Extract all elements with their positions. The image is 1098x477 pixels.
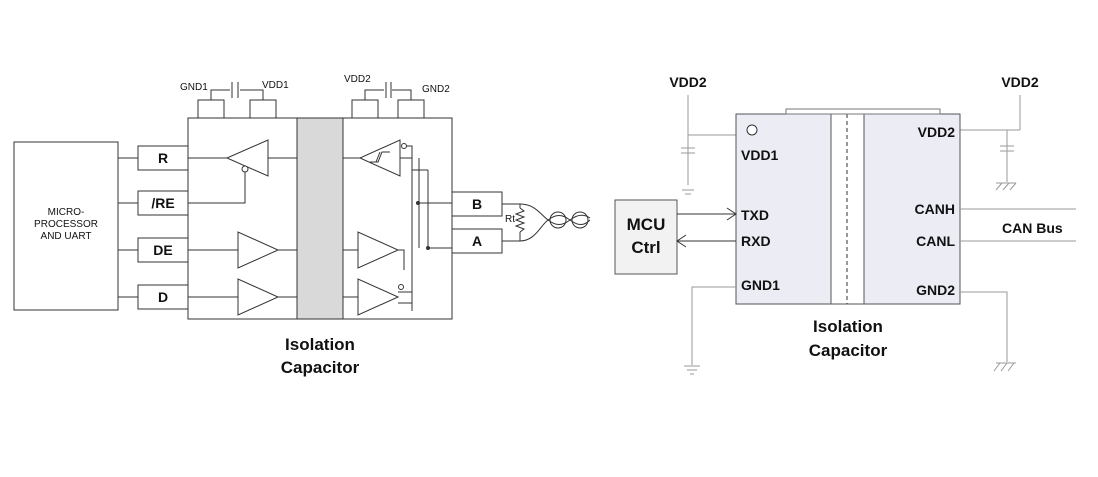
d-buffer bbox=[237, 278, 280, 316]
pin-box-de bbox=[137, 237, 189, 263]
pin-vdd2: VDD2 bbox=[918, 124, 956, 140]
vdd1-pin-box bbox=[249, 99, 277, 119]
termination-resistor bbox=[514, 207, 526, 233]
can-isolator-diagram: VDD2 VDD2 VDD1 TXD RXD GND1 VDD2 CANH CA… bbox=[614, 74, 1076, 375]
left-supply-label: VDD2 bbox=[669, 74, 707, 90]
de-driver bbox=[357, 231, 400, 269]
pin-label-de: DE bbox=[153, 242, 172, 258]
de-buffer bbox=[237, 231, 280, 269]
d-driver bbox=[357, 278, 400, 316]
rs485-isolator-diagram: MICRO- PROCESSOR AND UART R /RE DE D GND… bbox=[13, 74, 591, 377]
microprocessor-label-line3: AND UART bbox=[41, 231, 92, 242]
right-caption-line1: Isolation bbox=[813, 317, 883, 336]
pin-canl: CANL bbox=[916, 233, 955, 249]
isolation-barrier bbox=[296, 117, 344, 320]
gnd1-top-label: GND1 bbox=[180, 82, 208, 93]
pin-label-r: R bbox=[158, 150, 168, 166]
can-bus-label: CAN Bus bbox=[1002, 220, 1063, 236]
pin-canh: CANH bbox=[915, 201, 955, 217]
chip-top-strip bbox=[785, 108, 941, 115]
pin-label-b: B bbox=[472, 196, 482, 212]
mcu-label-line1: MCU bbox=[627, 215, 666, 234]
pin-box-r bbox=[137, 145, 189, 171]
pin-txd: TXD bbox=[741, 207, 769, 223]
enable-bubble bbox=[241, 165, 249, 173]
rxd-arrow bbox=[676, 234, 687, 248]
txd-arrow bbox=[726, 207, 737, 221]
microprocessor-label-line1: MICRO- bbox=[48, 207, 85, 218]
pin-label-re: /RE bbox=[151, 195, 174, 211]
right-supply-label: VDD2 bbox=[1001, 74, 1039, 90]
vdd2-pin-box bbox=[351, 99, 379, 119]
vdd2-top-label: VDD2 bbox=[344, 74, 371, 85]
pin-box-b bbox=[451, 191, 503, 217]
microprocessor-label-line2: PROCESSOR bbox=[34, 219, 98, 230]
pin-label-d: D bbox=[158, 289, 168, 305]
resistor-label: Rt bbox=[505, 214, 515, 225]
mcu-ctrl-box bbox=[614, 199, 678, 275]
mcu-label-line2: Ctrl bbox=[631, 238, 660, 257]
pin-label-a: A bbox=[472, 233, 482, 249]
vdd1-top-label: VDD1 bbox=[262, 80, 289, 91]
twisted-pair bbox=[519, 203, 591, 225]
right-caption-line2: Capacitor bbox=[809, 341, 888, 360]
left-caption-line1: Isolation bbox=[285, 335, 355, 354]
gnd1-pin-box bbox=[197, 99, 225, 119]
receiver-input-node bbox=[401, 143, 407, 149]
pin-vdd1: VDD1 bbox=[741, 147, 779, 163]
pin-gnd1: GND1 bbox=[741, 277, 780, 293]
pin-box-re bbox=[137, 190, 189, 216]
driver-output-node bbox=[398, 284, 404, 290]
left-caption-line2: Capacitor bbox=[281, 358, 360, 377]
gnd2-top-label: GND2 bbox=[422, 84, 450, 95]
pin1-marker bbox=[746, 124, 758, 136]
pin-rxd: RXD bbox=[741, 233, 771, 249]
microprocessor-block bbox=[13, 141, 119, 311]
pin-gnd2: GND2 bbox=[916, 282, 955, 298]
gnd2-pin-box bbox=[397, 99, 425, 119]
